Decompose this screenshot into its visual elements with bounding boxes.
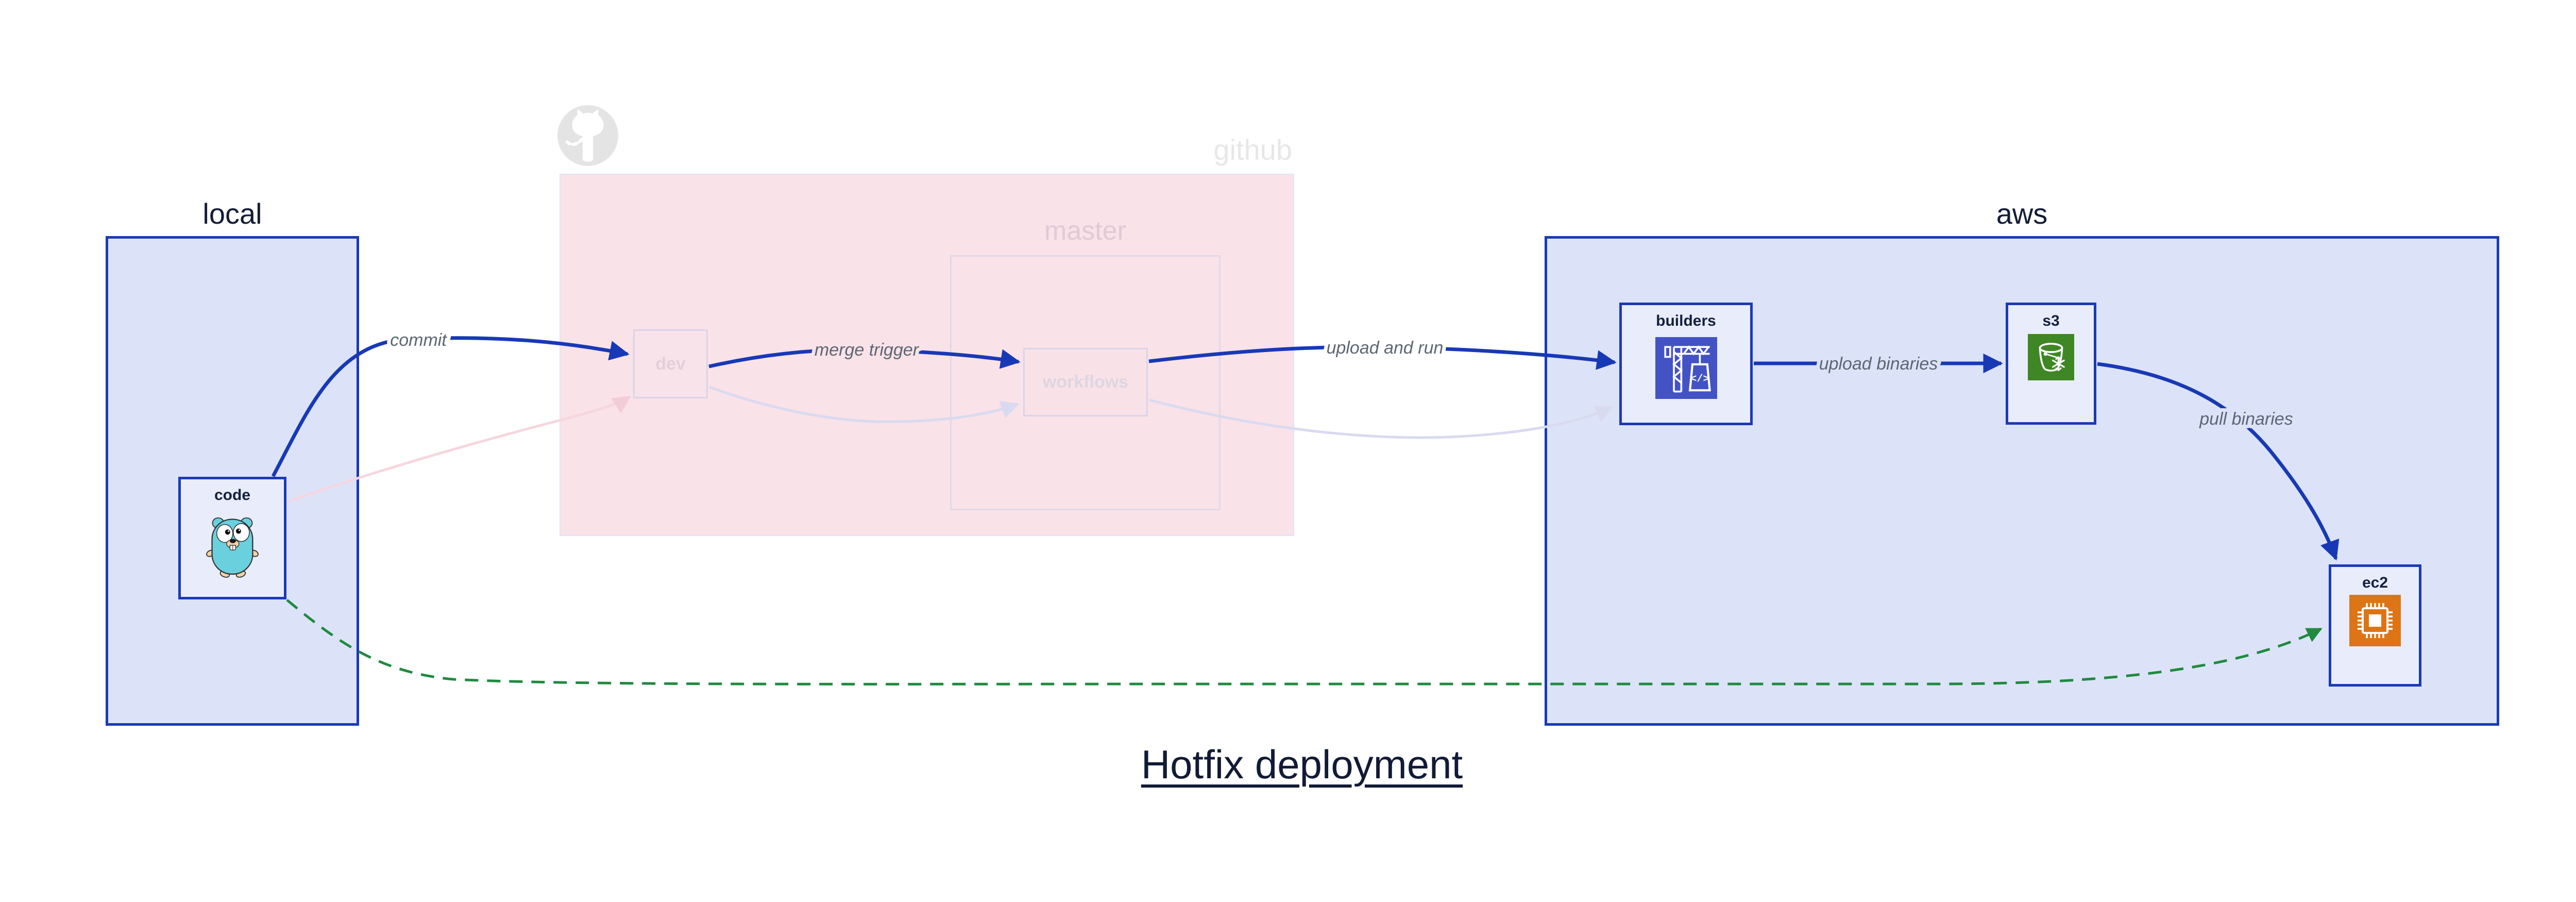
node-s3-label: s3 [2042, 312, 2060, 329]
local-group-label: local [202, 197, 262, 230]
master-branch-box [950, 255, 1221, 510]
node-code: code [178, 477, 286, 599]
node-builders-label: builders [1656, 312, 1716, 329]
node-dev: dev [633, 329, 708, 398]
ec2-chip-icon [2349, 595, 2401, 649]
svg-text:</>: </> [1690, 373, 1709, 385]
node-ec2-label: ec2 [2362, 574, 2388, 591]
node-workflows-label: workflows [1042, 372, 1129, 392]
node-workflows: workflows [1023, 348, 1148, 416]
node-ec2: ec2 [2329, 564, 2421, 687]
aws-group-label: aws [1996, 197, 2048, 230]
codebuild-crane-icon: </> [1655, 337, 1717, 402]
diagram-title: Hotfix deployment [1141, 742, 1463, 787]
node-code-label: code [214, 487, 251, 504]
s3-glacier-bucket-icon [2028, 334, 2074, 383]
go-gopher-icon [204, 511, 261, 581]
github-group-label: github [1213, 133, 1292, 166]
octocat-icon [557, 105, 618, 166]
node-s3: s3 [2006, 303, 2096, 425]
master-branch-label: master [1044, 216, 1126, 246]
edge-commit-label: commit [390, 330, 447, 350]
node-dev-label: dev [655, 354, 686, 374]
edge-upload-and-run-label: upload and run [1327, 338, 1444, 358]
node-builders: builders </> [1619, 303, 1753, 425]
